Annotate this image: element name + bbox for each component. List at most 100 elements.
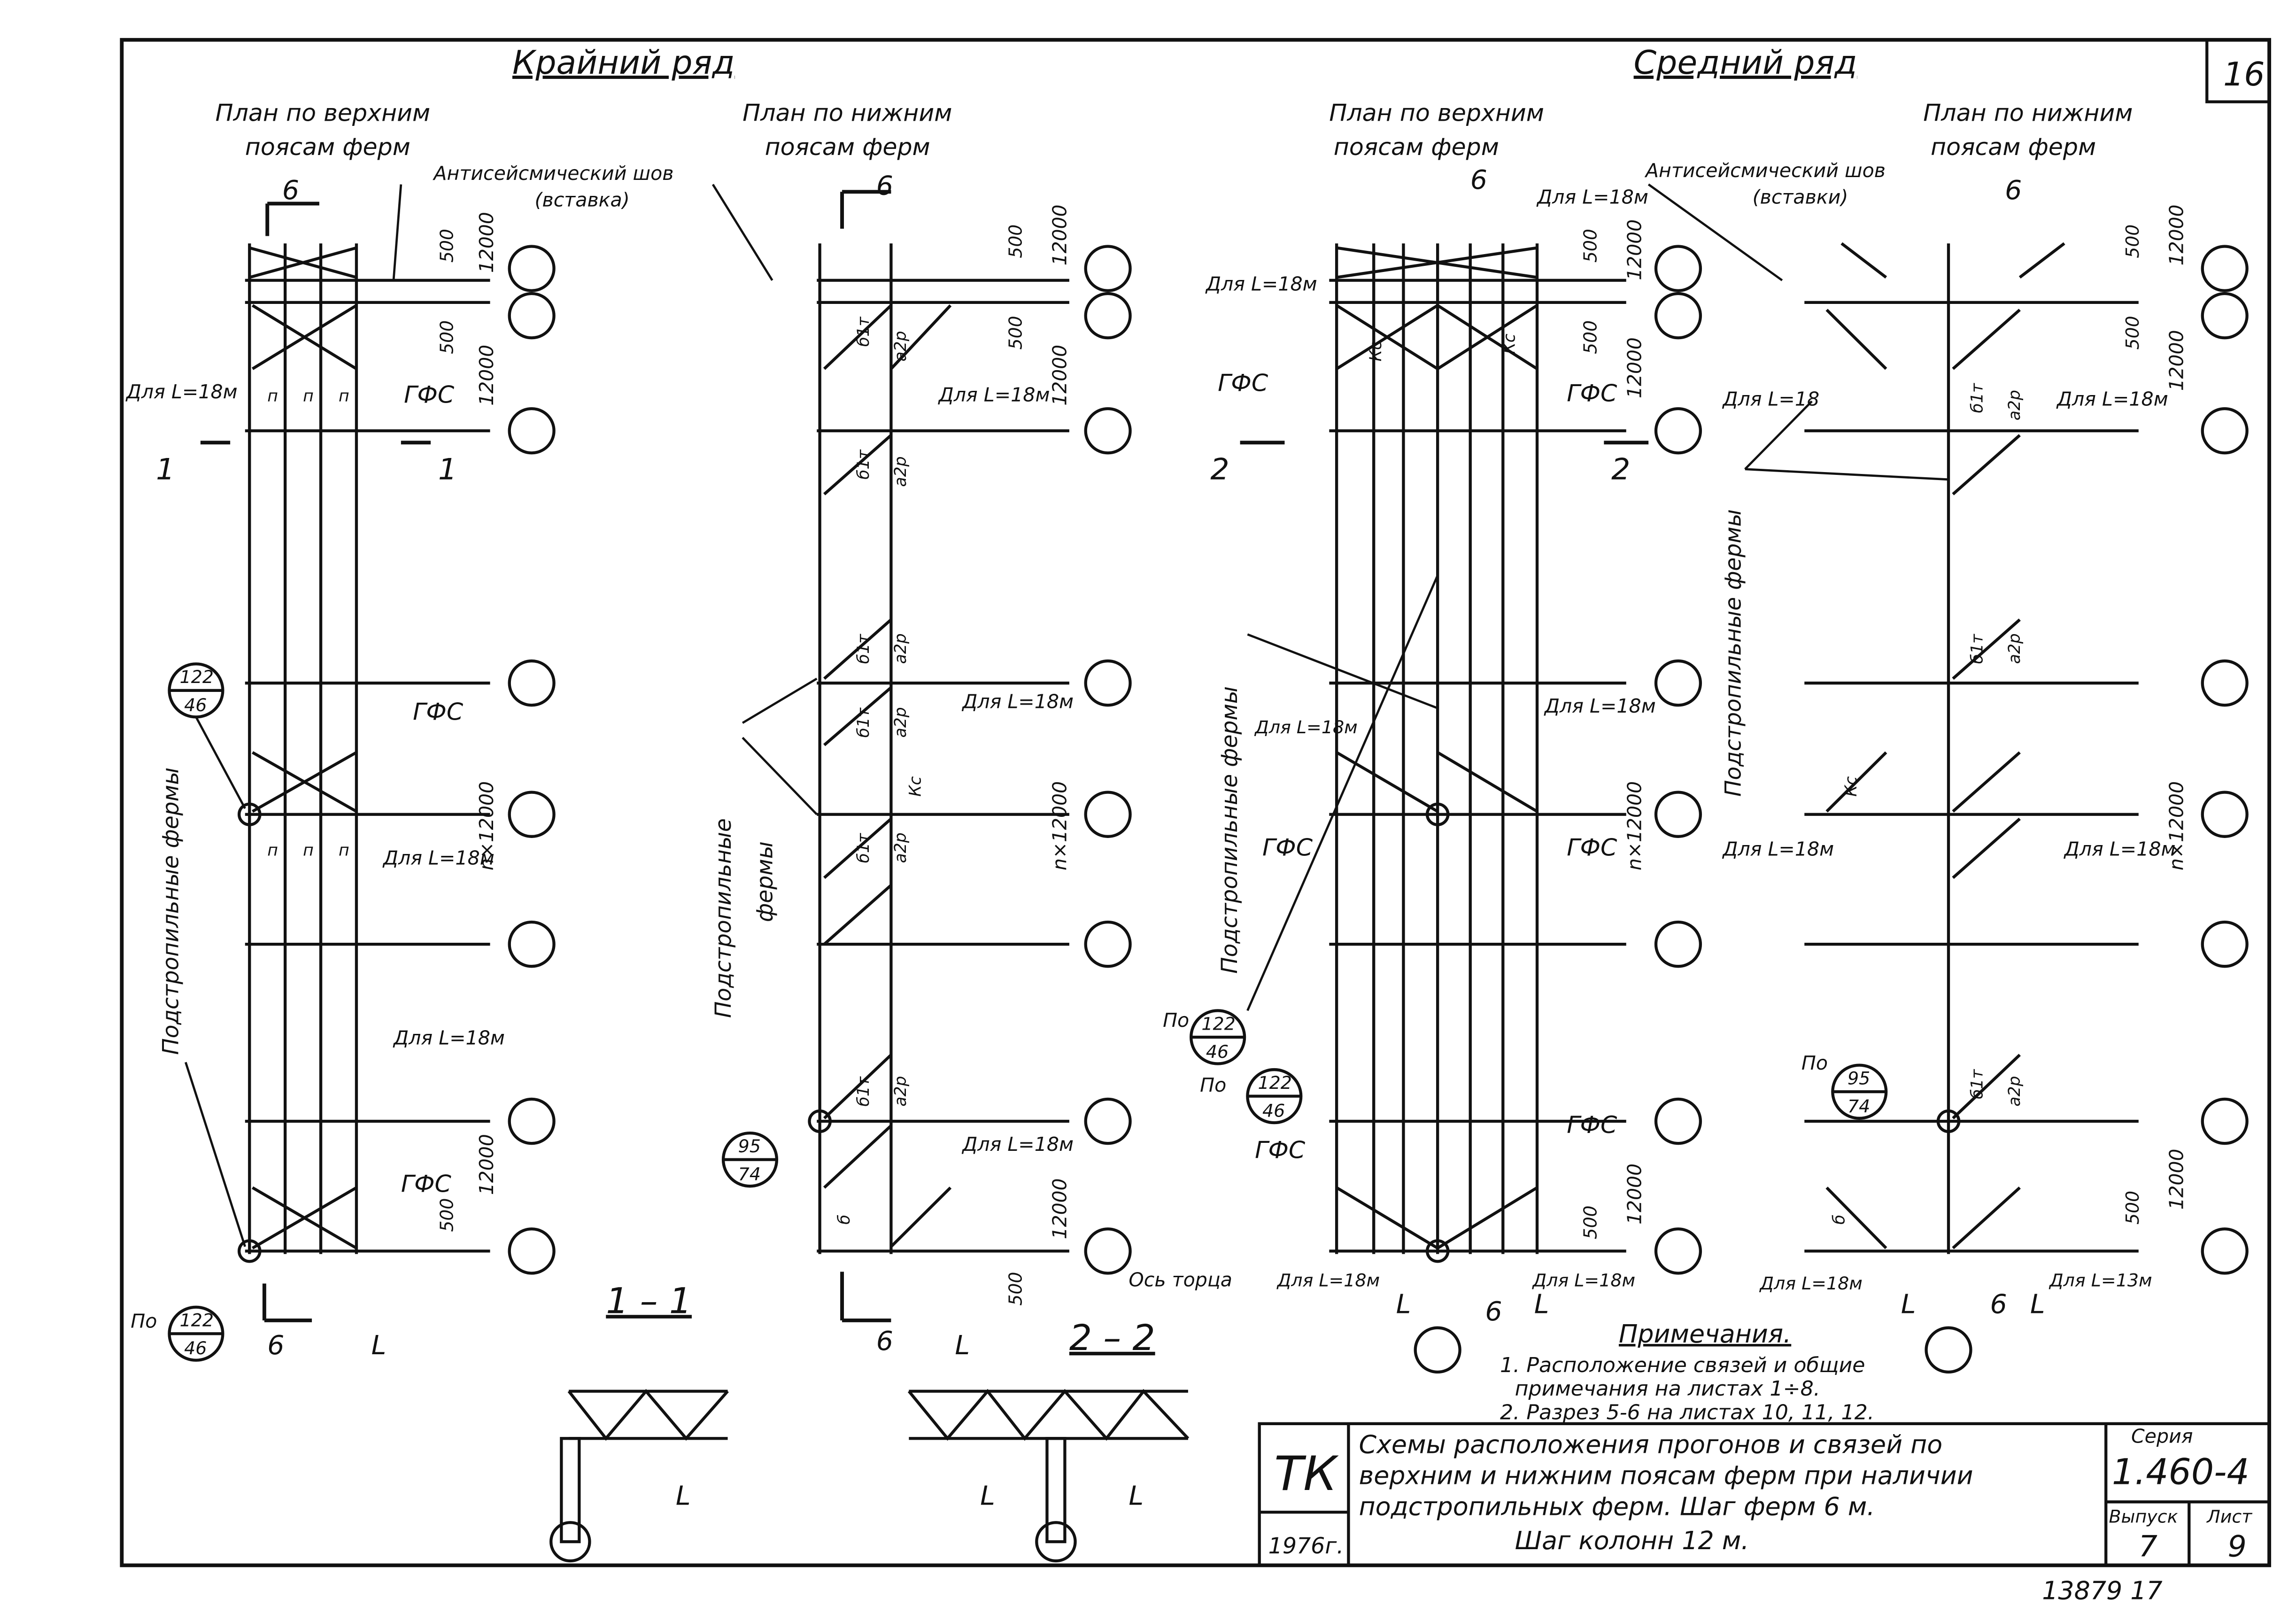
- middle-bottom-plan: [1804, 242, 2139, 1254]
- dim-500-2: 500: [436, 320, 457, 354]
- ref-122-b: 122: [180, 1310, 214, 1331]
- gfs-label-8: ГФС: [1255, 1136, 1306, 1164]
- l18-label-2: Для L=18м: [938, 383, 1050, 406]
- span-L-7: L: [676, 1481, 691, 1512]
- brace-mark-bt-3: б1т: [854, 633, 873, 664]
- ref-95-b: 95: [1848, 1068, 1870, 1089]
- purlin-mark-n-3: п: [339, 387, 349, 405]
- middle-bottom-column-axis-markers: [1925, 245, 2249, 1374]
- purlin-mark-n-6: п: [339, 841, 349, 860]
- dim-500-9: 500: [1580, 1205, 1600, 1239]
- section-6-label-d: 6: [2005, 175, 2022, 206]
- dim-500-11: 500: [2122, 316, 2143, 349]
- notes-title: Примечания.: [1619, 1319, 1791, 1349]
- ref-by-2: По: [1163, 1009, 1189, 1032]
- section-marks: [200, 190, 1649, 1322]
- section-6-label-f: 6: [876, 1326, 893, 1357]
- dim-500-12: 500: [2122, 1191, 2143, 1225]
- dim-12000-1: 12000: [475, 212, 498, 273]
- section-6-label-c: 6: [1470, 164, 1487, 195]
- brace-mark-agr-2: а2р: [891, 456, 910, 487]
- gfs-label-2: ГФС: [413, 698, 464, 726]
- section-2-right: 2: [1611, 452, 1630, 487]
- section-1-right: 1: [438, 452, 457, 487]
- l18-label-11: Для L=18м: [1722, 838, 1834, 861]
- span-L-8: L: [980, 1481, 995, 1512]
- step-label-1: n×12000: [475, 781, 498, 870]
- brace-mark-kc-2: Кс: [1500, 334, 1519, 354]
- subtruss-label-middle2: Подстропильные фермы: [1720, 509, 1746, 797]
- dim-12000-3: 12000: [475, 1134, 498, 1195]
- l18-label-6: Для L=18м: [2056, 388, 2168, 411]
- ref-by-3: По: [1200, 1074, 1226, 1096]
- ref-46-a: 46: [184, 695, 207, 715]
- gfs-label-7: ГФС: [1567, 834, 1617, 861]
- brace-mark-kc-1: Кс: [1367, 341, 1385, 362]
- span-L-9: L: [1129, 1481, 1144, 1512]
- brace-mark-bt-6: б1т: [854, 1076, 873, 1106]
- dim-12000-7: 12000: [1623, 219, 1646, 280]
- brace-mark-bt-7: б1т: [1968, 382, 1987, 413]
- section-1-1-drawing: [549, 1389, 729, 1563]
- year: 1976г.: [1268, 1533, 1344, 1559]
- step-label-4: n×12000: [2165, 781, 2188, 870]
- dim-12000-12: 12000: [2165, 1149, 2188, 1210]
- title-line3: подстропильных ферм. Шаг ферм 6 м.: [1359, 1492, 1875, 1521]
- gfs-label-6: ГФС: [1262, 834, 1313, 861]
- ref-by-1: По: [131, 1310, 157, 1333]
- dim-500-8: 500: [1580, 320, 1600, 354]
- edge-row-title: Крайний ряд: [512, 44, 735, 82]
- l18-label-14: Для L=18м: [961, 1133, 1074, 1156]
- dim-12000-6: 12000: [1048, 1178, 1071, 1239]
- brace-mark-agr-4: а2р: [891, 707, 910, 737]
- l18-label-16: Для L=18м: [1532, 1270, 1636, 1291]
- brace-mark-bt-9: б1т: [1968, 1069, 1987, 1099]
- gfs-label-4: ГФС: [1218, 369, 1268, 396]
- sheet-value: 9: [2228, 1529, 2247, 1564]
- purlin-mark-n-5: п: [303, 841, 314, 860]
- title-block-lines: [1258, 1422, 2271, 1567]
- dim-500-4: 500: [1005, 225, 1026, 258]
- span-L-2: L: [955, 1330, 970, 1361]
- brace-mark-kc-4: Кс: [1842, 776, 1861, 797]
- dim-12000-2: 12000: [475, 345, 498, 406]
- l18-label-13: Для L=18м: [393, 1027, 505, 1049]
- edge-top-plan-title-1: План по верхним: [216, 99, 431, 127]
- step-label-2: n×12000: [1048, 781, 1071, 870]
- edge-top-plan-title-2: поясам ферм: [245, 133, 410, 161]
- edge-bottom-plan-title-1: План по нижним: [742, 99, 952, 127]
- span-L-6: L: [2030, 1288, 2045, 1319]
- l18-label-9: Для L=18м: [1254, 717, 1358, 737]
- sheet-number-box: [2205, 38, 2271, 103]
- dim-500-1: 500: [436, 229, 457, 263]
- l18-label-12: Для L=18м: [2064, 838, 2176, 861]
- dim-12000-11: 12000: [2165, 330, 2188, 391]
- l18-label-5: Для L=18: [1722, 388, 1819, 411]
- brace-mark-agr-6: а2р: [891, 1076, 910, 1107]
- l18-label-7: Для L=18м: [382, 847, 495, 869]
- brace-mark-agr-3: а2р: [891, 633, 910, 664]
- section-6-label-b: 6: [876, 171, 893, 202]
- dim-12000-10: 12000: [2165, 204, 2188, 265]
- l18-label-8: Для L=18м: [961, 691, 1074, 713]
- middle-top-plan-title-2: поясам ферм: [1334, 133, 1499, 161]
- gfs-label-9: ГФС: [1567, 1111, 1617, 1139]
- sheet-border: [120, 38, 2272, 1567]
- ref-by-4: По: [1801, 1052, 1828, 1074]
- section-title-1-1: 1 – 1: [606, 1280, 692, 1322]
- l13-label: Для L=13м: [2049, 1270, 2152, 1291]
- dim-500-7: 500: [1580, 229, 1600, 263]
- purlin-mark-n-2: п: [303, 387, 314, 405]
- brace-mark-agr-9: а2р: [2005, 1076, 2024, 1107]
- middle-bottom-plan-title-2: поясам ферм: [1931, 133, 2096, 161]
- section-6-label-g: 6: [1485, 1296, 1502, 1327]
- title-line2: верхним и нижним поясам ферм при наличии: [1359, 1461, 1973, 1490]
- l18-label-1: Для L=18м: [125, 380, 238, 403]
- middle-top-plan-title-1: План по верхним: [1329, 99, 1544, 127]
- middle-bottom-plan-title-1: План по нижним: [1923, 99, 2133, 127]
- ref-74-b: 74: [1848, 1096, 1870, 1117]
- brace-mark-bt-2: б1т: [854, 449, 873, 480]
- dim-12000-9: 12000: [1623, 1164, 1646, 1225]
- ref-74-a: 74: [738, 1164, 761, 1185]
